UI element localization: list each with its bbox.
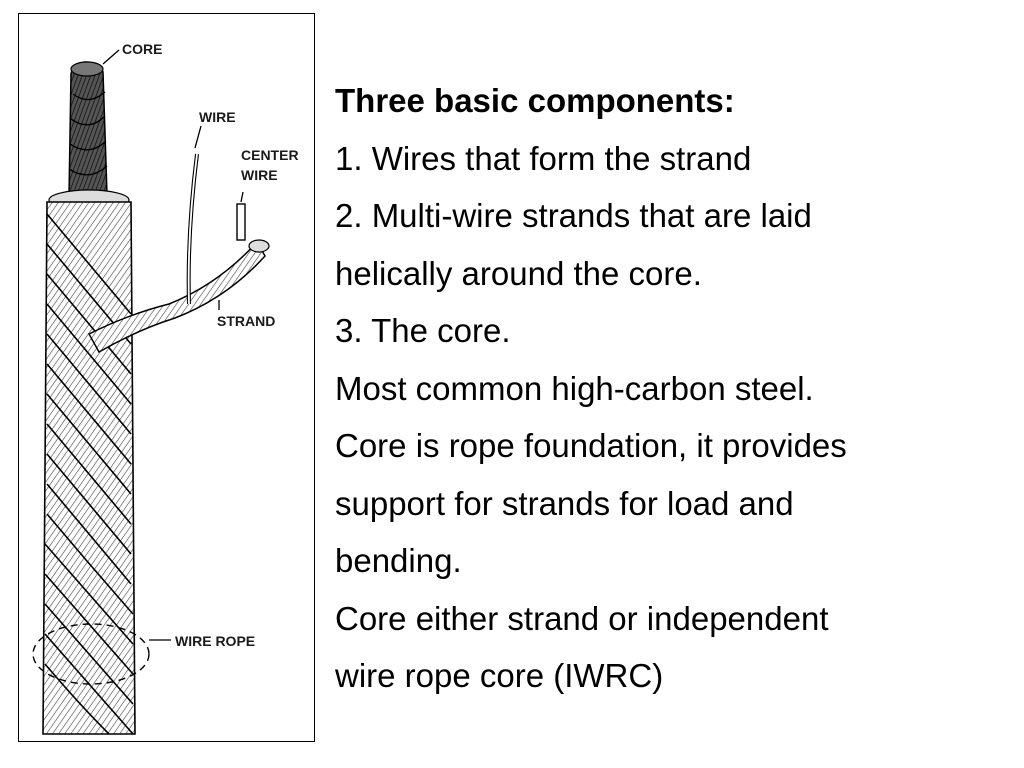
- label-center-wire-line2: WIRE: [241, 167, 278, 183]
- rope-body: [42, 201, 136, 735]
- label-wire: WIRE: [199, 109, 236, 125]
- text-line: Most common high-carbon steel.: [335, 369, 814, 407]
- text-line: Core is rope foundation, it provides: [335, 427, 847, 464]
- label-wire-rope: WIRE ROPE: [175, 633, 255, 649]
- text-heading: Three basic components:: [335, 82, 735, 119]
- components-text: Three basic components: 1. Wires that fo…: [335, 72, 1015, 705]
- text-line: support for strands for load and: [335, 484, 794, 522]
- strand-shape: [87, 239, 270, 354]
- label-strand: STRAND: [217, 313, 275, 329]
- label-center-wire-line1: CENTER: [241, 147, 299, 163]
- core-shape: [68, 61, 108, 197]
- text-line: helically around the core.: [335, 254, 702, 292]
- label-core: CORE: [122, 41, 162, 57]
- text-line: 1. Wires that form the strand: [335, 139, 752, 177]
- text-line: 3. The core.: [335, 312, 511, 349]
- wire-rope-diagram: CORE WIRE CENTER WIRE STRAND WIRE ROPE: [18, 13, 315, 742]
- wire-rope-illustration: CORE WIRE CENTER WIRE STRAND WIRE ROPE: [32, 41, 299, 735]
- wire-rope-callout-ellipse: [32, 623, 150, 685]
- text-line: 2. Multi-wire strands that are laid: [335, 197, 812, 234]
- text-line: bending.: [335, 542, 462, 579]
- text-line: wire rope core (IWRC): [335, 657, 664, 694]
- center-wire-shape: [236, 203, 246, 241]
- text-line: Core either strand or independent: [335, 599, 829, 637]
